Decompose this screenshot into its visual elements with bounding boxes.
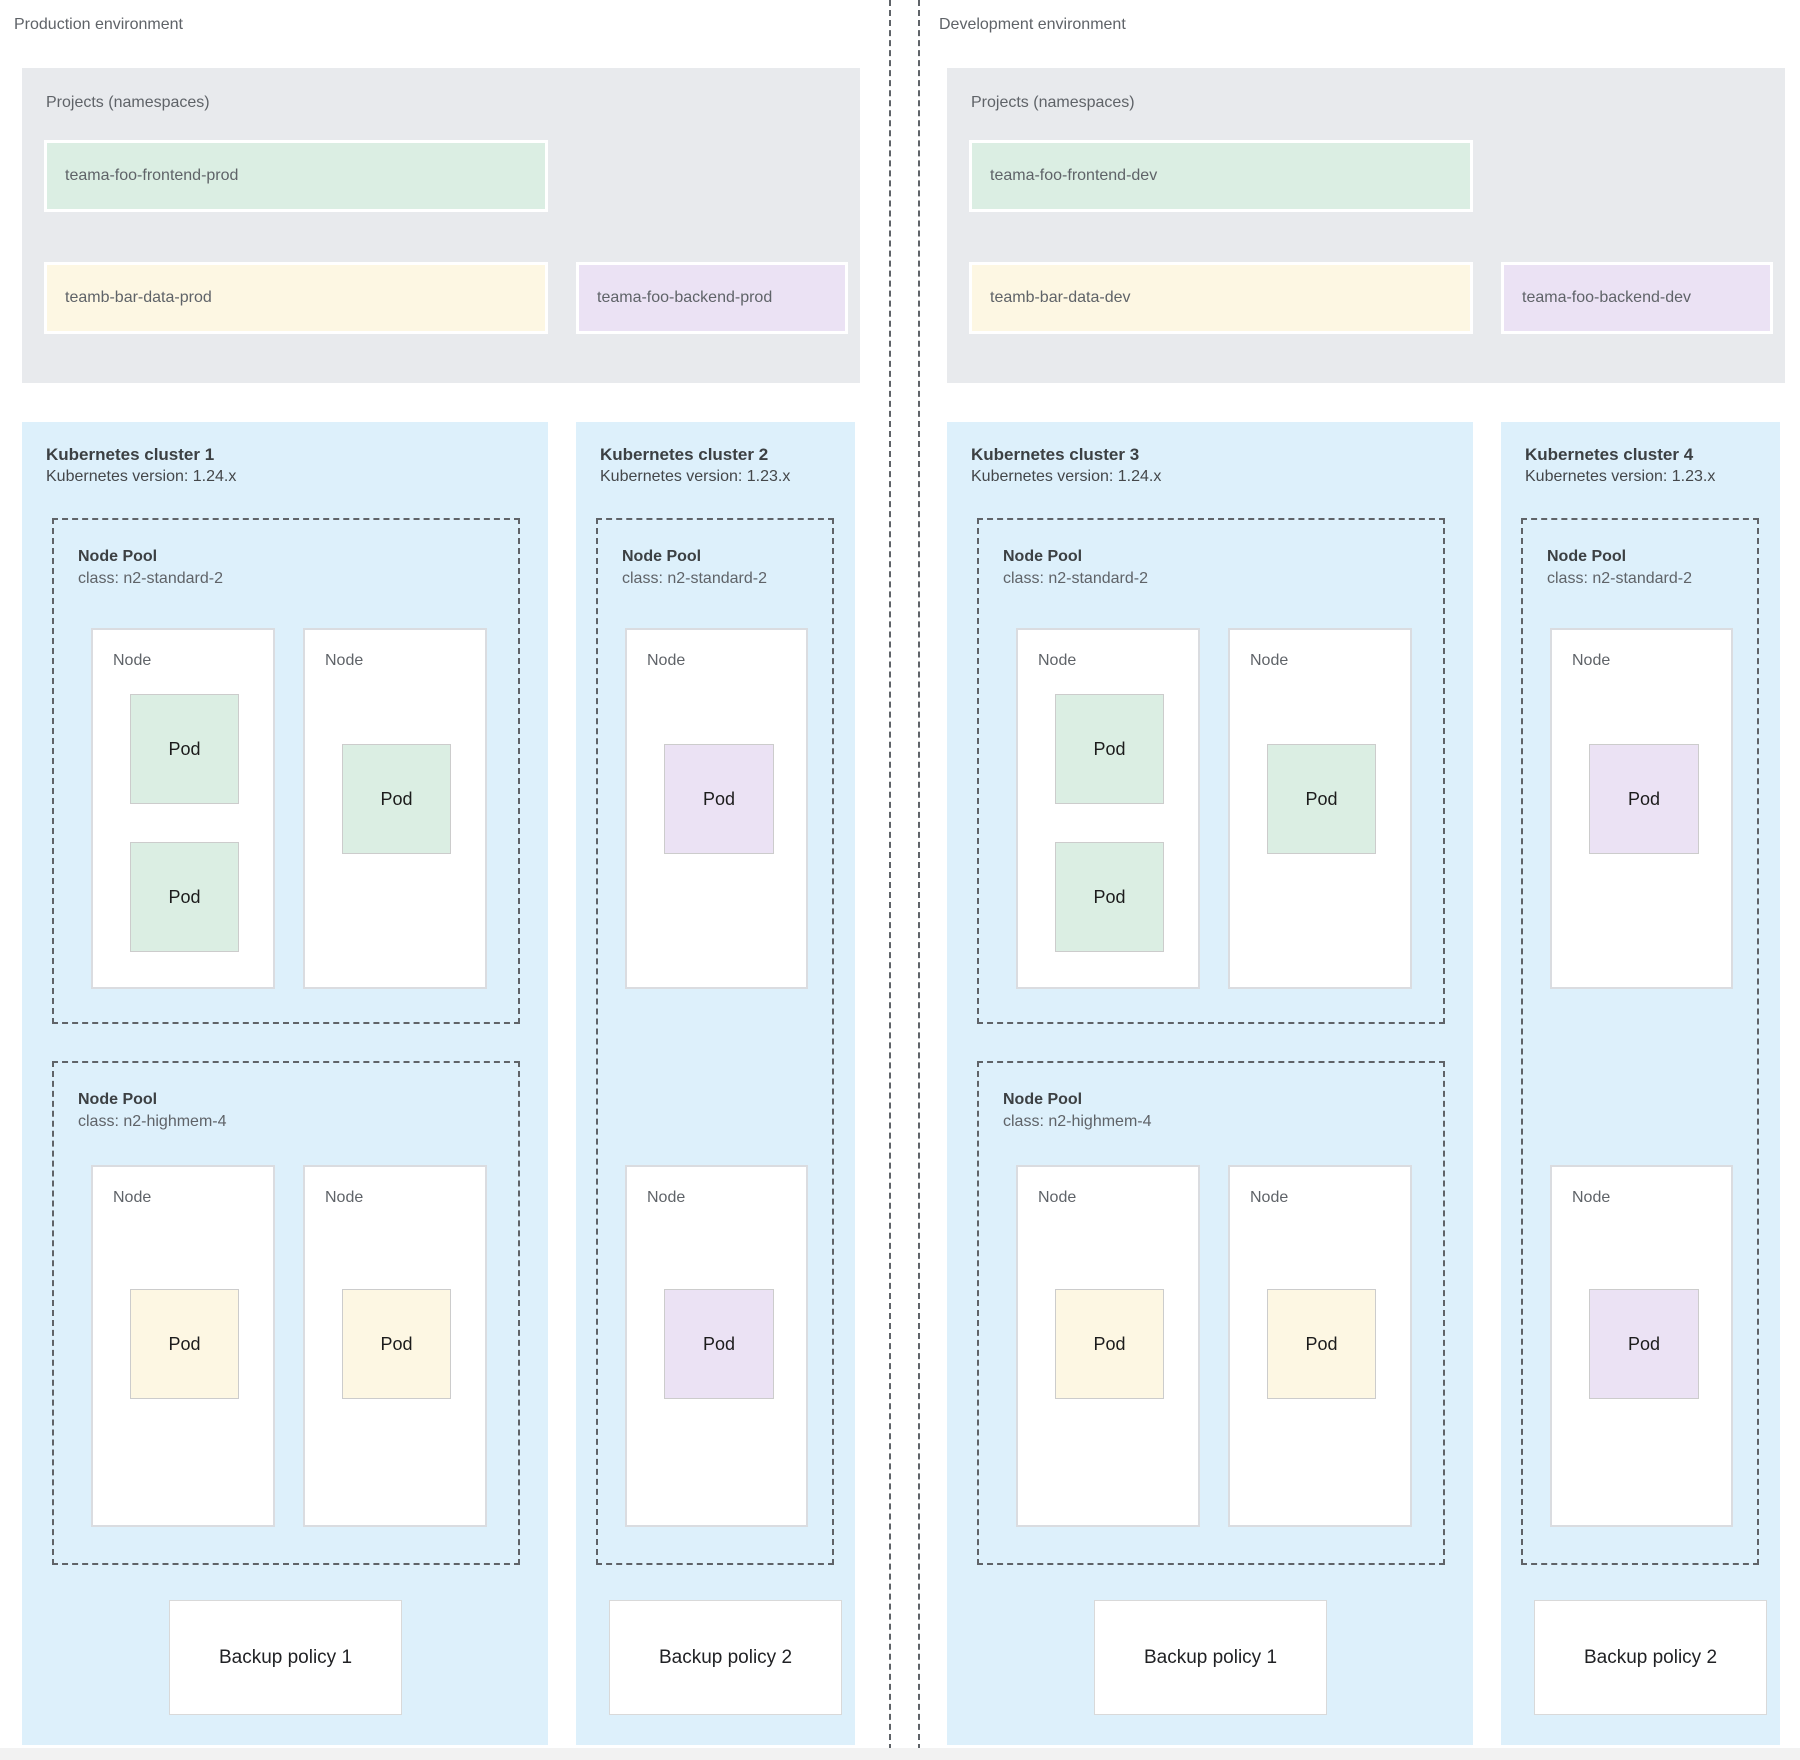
node-pool-title: Node Pool bbox=[1003, 548, 1083, 565]
node-box: Node Pod bbox=[1550, 1165, 1733, 1527]
pod-box: Pod bbox=[664, 1289, 774, 1399]
projects-namespaces-title: Projects (namespaces) bbox=[46, 94, 210, 111]
node-pool-title: Node Pool bbox=[78, 548, 158, 565]
node-box: Node Pod Pod bbox=[91, 628, 275, 989]
node-label: Node bbox=[1038, 1189, 1077, 1206]
node-pool-header: Node Pool class: n2-highmem-4 bbox=[78, 1089, 227, 1133]
cluster-3-version: Kubernetes version: 1.24.x bbox=[971, 468, 1162, 485]
node-label: Node bbox=[647, 652, 686, 669]
pod-box: Pod bbox=[130, 842, 239, 952]
projects-namespaces-title: Projects (namespaces) bbox=[971, 94, 1135, 111]
backup-policy-1-box: Backup policy 1 bbox=[1094, 1600, 1327, 1715]
environment-divider-line bbox=[889, 0, 891, 1760]
node-pool-standard-box: Node Pool class: n2-standard-2 Node Pod … bbox=[596, 518, 834, 1565]
node-label: Node bbox=[1038, 652, 1077, 669]
namespace-backend-dev: teama-foo-backend-dev bbox=[1501, 262, 1773, 334]
namespace-data-prod: teamb-bar-data-prod bbox=[44, 262, 548, 334]
node-label: Node bbox=[325, 1189, 364, 1206]
pod-box: Pod bbox=[130, 694, 239, 804]
node-pool-header: Node Pool class: n2-standard-2 bbox=[622, 546, 767, 590]
node-pool-class: class: n2-standard-2 bbox=[622, 570, 767, 587]
namespace-backend-prod: teama-foo-backend-prod bbox=[576, 262, 848, 334]
cluster-1-box: Kubernetes cluster 1 Kubernetes version:… bbox=[22, 422, 548, 1745]
cluster-4-version: Kubernetes version: 1.23.x bbox=[1525, 468, 1716, 485]
node-label: Node bbox=[113, 1189, 152, 1206]
cluster-2-version: Kubernetes version: 1.23.x bbox=[600, 468, 791, 485]
node-pool-standard-box: Node Pool class: n2-standard-2 Node Pod … bbox=[1521, 518, 1759, 1565]
node-label: Node bbox=[325, 652, 364, 669]
pod-box: Pod bbox=[1267, 1289, 1376, 1399]
node-box: Node Pod Pod bbox=[1016, 628, 1200, 989]
development-environment-label: Development environment bbox=[939, 16, 1126, 33]
node-pool-class: class: n2-highmem-4 bbox=[1003, 1113, 1152, 1130]
cluster-4-title: Kubernetes cluster 4 bbox=[1525, 445, 1694, 464]
node-label: Node bbox=[1250, 1189, 1289, 1206]
cluster-4-box: Kubernetes cluster 4 Kubernetes version:… bbox=[1501, 422, 1780, 1745]
backup-policy-2-box: Backup policy 2 bbox=[1534, 1600, 1767, 1715]
pod-box: Pod bbox=[664, 744, 774, 854]
node-box: Node Pod bbox=[1228, 1165, 1412, 1527]
node-pool-highmem-box: Node Pool class: n2-highmem-4 Node Pod N… bbox=[977, 1061, 1445, 1565]
production-environment-label: Production environment bbox=[14, 16, 183, 33]
node-box: Node Pod bbox=[91, 1165, 275, 1527]
node-pool-standard-box: Node Pool class: n2-standard-2 Node Pod … bbox=[52, 518, 520, 1024]
namespace-frontend-dev: teama-foo-frontend-dev bbox=[969, 140, 1473, 212]
production-section: Production environment Projects (namespa… bbox=[0, 0, 860, 1760]
cluster-1-title: Kubernetes cluster 1 bbox=[46, 445, 215, 464]
pod-box: Pod bbox=[342, 744, 451, 854]
pod-box: Pod bbox=[1589, 744, 1699, 854]
node-label: Node bbox=[1572, 1189, 1611, 1206]
cluster-2-box: Kubernetes cluster 2 Kubernetes version:… bbox=[576, 422, 855, 1745]
node-pool-header: Node Pool class: n2-standard-2 bbox=[1003, 546, 1148, 590]
namespace-data-dev: teamb-bar-data-dev bbox=[969, 262, 1473, 334]
pod-box: Pod bbox=[1055, 842, 1164, 952]
node-box: Node Pod bbox=[1016, 1165, 1200, 1527]
cluster-1-header: Kubernetes cluster 1 Kubernetes version:… bbox=[46, 444, 236, 488]
node-pool-class: class: n2-standard-2 bbox=[78, 570, 223, 587]
node-pool-class: class: n2-standard-2 bbox=[1003, 570, 1148, 587]
node-pool-standard-box: Node Pool class: n2-standard-2 Node Pod … bbox=[977, 518, 1445, 1024]
node-pool-title: Node Pool bbox=[622, 548, 702, 565]
node-pool-header: Node Pool class: n2-standard-2 bbox=[1547, 546, 1692, 590]
pod-box: Pod bbox=[342, 1289, 451, 1399]
node-box: Node Pod bbox=[303, 628, 487, 989]
pod-box: Pod bbox=[1055, 694, 1164, 804]
cluster-2-header: Kubernetes cluster 2 Kubernetes version:… bbox=[600, 444, 790, 488]
node-pool-title: Node Pool bbox=[78, 1091, 158, 1108]
node-box: Node Pod bbox=[1550, 628, 1733, 989]
backup-policy-1-box: Backup policy 1 bbox=[169, 1600, 402, 1715]
node-box: Node Pod bbox=[625, 1165, 808, 1527]
namespace-frontend-prod: teama-foo-frontend-prod bbox=[44, 140, 548, 212]
node-pool-highmem-box: Node Pool class: n2-highmem-4 Node Pod N… bbox=[52, 1061, 520, 1565]
bottom-strip bbox=[0, 1748, 1800, 1760]
cluster-3-box: Kubernetes cluster 3 Kubernetes version:… bbox=[947, 422, 1473, 1745]
pod-box: Pod bbox=[1589, 1289, 1699, 1399]
node-pool-header: Node Pool class: n2-standard-2 bbox=[78, 546, 223, 590]
cluster-3-header: Kubernetes cluster 3 Kubernetes version:… bbox=[971, 444, 1161, 488]
node-label: Node bbox=[113, 652, 152, 669]
projects-namespaces-box: Projects (namespaces) teama-foo-frontend… bbox=[947, 68, 1785, 383]
environment-divider-line bbox=[918, 0, 920, 1760]
node-pool-title: Node Pool bbox=[1003, 1091, 1083, 1108]
cluster-1-version: Kubernetes version: 1.24.x bbox=[46, 468, 237, 485]
projects-namespaces-box: Projects (namespaces) teama-foo-frontend… bbox=[22, 68, 860, 383]
node-box: Node Pod bbox=[303, 1165, 487, 1527]
node-pool-class: class: n2-standard-2 bbox=[1547, 570, 1692, 587]
pod-box: Pod bbox=[130, 1289, 239, 1399]
cluster-2-title: Kubernetes cluster 2 bbox=[600, 445, 769, 464]
node-label: Node bbox=[1572, 652, 1611, 669]
development-section: Development environment Projects (namesp… bbox=[925, 0, 1800, 1760]
cluster-4-header: Kubernetes cluster 4 Kubernetes version:… bbox=[1525, 444, 1715, 488]
pod-box: Pod bbox=[1055, 1289, 1164, 1399]
node-box: Node Pod bbox=[625, 628, 808, 989]
pod-box: Pod bbox=[1267, 744, 1376, 854]
node-label: Node bbox=[1250, 652, 1289, 669]
node-pool-header: Node Pool class: n2-highmem-4 bbox=[1003, 1089, 1152, 1133]
cluster-3-title: Kubernetes cluster 3 bbox=[971, 445, 1140, 464]
backup-policy-2-box: Backup policy 2 bbox=[609, 1600, 842, 1715]
node-label: Node bbox=[647, 1189, 686, 1206]
node-pool-class: class: n2-highmem-4 bbox=[78, 1113, 227, 1130]
node-box: Node Pod bbox=[1228, 628, 1412, 989]
node-pool-title: Node Pool bbox=[1547, 548, 1627, 565]
